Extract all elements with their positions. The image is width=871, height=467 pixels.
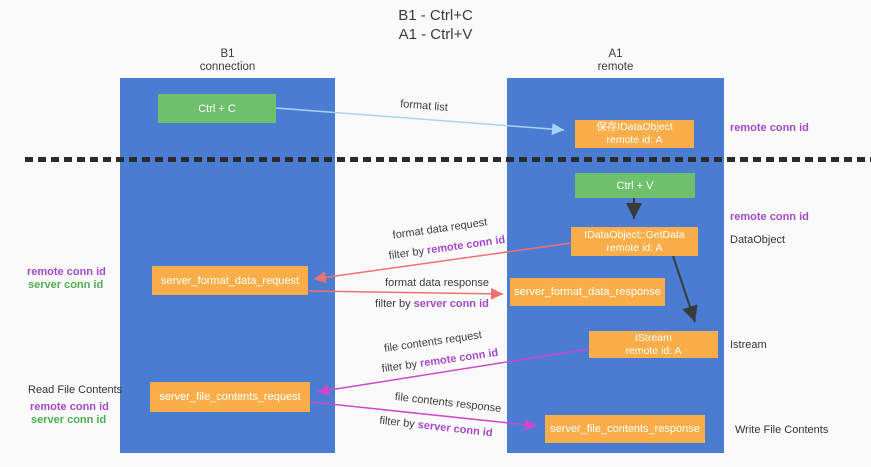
edge-format-data-response — [308, 287, 504, 300]
node-ctrl-v-label: Ctrl + V — [616, 179, 654, 192]
edge-format-list — [275, 107, 565, 136]
annotation-dataobject: DataObject — [730, 234, 786, 246]
lane-a1-title: A1 — [608, 48, 623, 60]
annotation-remote-conn-id-top: remote conn id — [730, 122, 809, 134]
title-line-1: B1 - Ctrl+C — [398, 7, 473, 24]
annotation-file-remote-conn-id: remote conn id — [30, 401, 109, 413]
annotation-read-file-contents: Read File Contents — [28, 384, 123, 396]
node-server-file-contents-response: server_file_contents_response — [545, 415, 705, 443]
node-ctrl-v: Ctrl + V — [575, 173, 695, 198]
label-format-data-response: format data response — [385, 277, 489, 289]
diagram-title: B1 - Ctrl+C A1 - Ctrl+V — [0, 6, 871, 44]
node-idataobject-getdata-line2: remote id: A — [606, 241, 663, 254]
node-idataobject-getdata: IDataObject::GetData remote id: A — [571, 227, 698, 256]
server-conn-id-keyword: server conn id — [413, 298, 489, 310]
annotation-file-server-conn-id: server conn id — [31, 414, 107, 426]
node-istream: IStream remote id: A — [589, 331, 718, 358]
lane-header-a1: A1 remote — [507, 48, 724, 74]
node-server-file-contents-response-label: server_file_contents_response — [550, 423, 700, 435]
annotation-format-server-conn-id: server conn id — [28, 279, 104, 291]
node-server-format-data-request-label: server_format_data_request — [160, 274, 300, 287]
session-divider-dashed-line — [25, 157, 871, 162]
node-server-format-data-request: server_format_data_request — [152, 266, 308, 295]
node-ctrl-c-label: Ctrl + C — [198, 102, 236, 115]
annotation-istream: Istream — [730, 339, 767, 351]
node-ctrl-c: Ctrl + C — [158, 94, 276, 123]
title-line-2: A1 - Ctrl+V — [398, 26, 473, 43]
annotation-format-remote-conn-id: remote conn id — [27, 266, 106, 278]
annotation-write-file-contents: Write File Contents — [735, 424, 829, 436]
node-idataobject-getdata-line1: IDataObject::GetData — [584, 228, 685, 241]
node-server-format-data-response: server_format_data_response — [510, 278, 665, 306]
edge-format-data-request — [313, 242, 572, 284]
node-istream-line2: remote id: A — [625, 344, 682, 357]
node-server-format-data-response-label: server_format_data_response — [514, 286, 661, 298]
label-format-data-response-filter: filter by server conn id — [375, 298, 489, 310]
edge-file-contents-response — [310, 401, 538, 431]
edge-getdata-to-istream — [672, 255, 698, 323]
edge-file-contents-request — [316, 348, 590, 397]
node-server-file-contents-request-label: server_file_contents_request — [159, 391, 301, 403]
lane-b1-subtitle: connection — [199, 61, 256, 73]
node-save-idataobject-line2: remote id: A — [606, 134, 663, 146]
lane-b1-title: B1 — [220, 48, 235, 60]
node-istream-line1: IStream — [635, 331, 672, 344]
lane-a1-subtitle: remote — [597, 61, 634, 73]
node-save-idataobject-line1: 保存IDataObject — [596, 121, 673, 133]
node-save-idataobject: 保存IDataObject remote id: A — [575, 120, 694, 148]
node-server-file-contents-request: server_file_contents_request — [150, 382, 310, 412]
filter-by-text: filter by — [375, 298, 414, 310]
lane-header-b1: B1 connection — [120, 48, 335, 74]
annotation-remote-conn-id-mid: remote conn id — [730, 211, 809, 223]
